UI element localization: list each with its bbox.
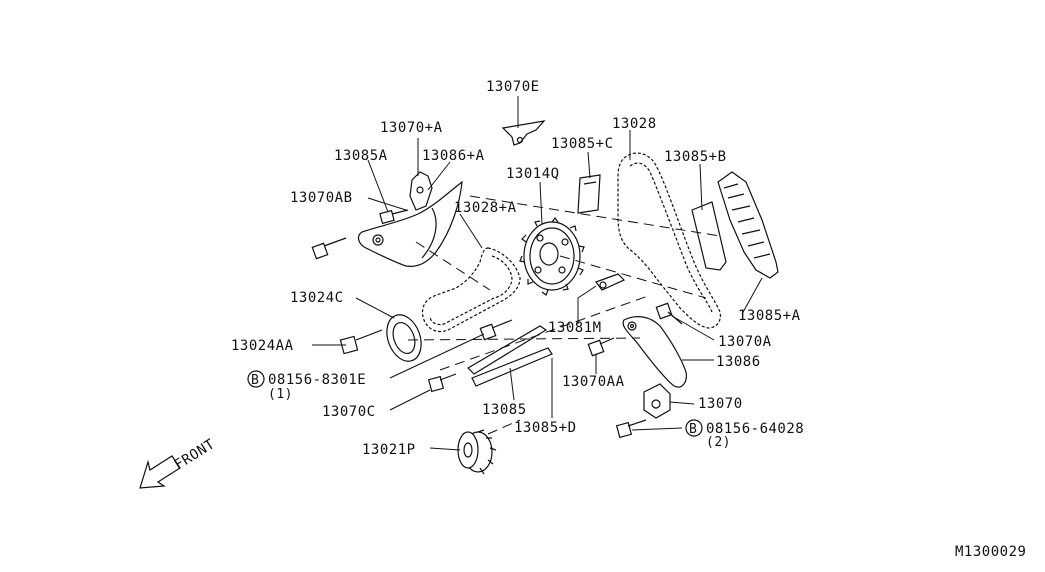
part-13070aa-bolt bbox=[587, 337, 615, 357]
part-13028a-plus-chain bbox=[421, 247, 521, 333]
part-13085c-plus-plate bbox=[577, 174, 601, 214]
bolt-marker-2: B bbox=[685, 419, 703, 437]
label-13086a-plus: 13086+A bbox=[422, 148, 485, 164]
part-13070c-bolt bbox=[427, 373, 457, 393]
part-13086a-plus-guide bbox=[357, 180, 463, 267]
label-13070c: 13070C bbox=[322, 404, 376, 420]
label-13086: 13086 bbox=[716, 354, 761, 370]
part-08156-8301e-bolt bbox=[479, 319, 513, 341]
part-13024c-gasket bbox=[386, 314, 422, 362]
svg-text:B: B bbox=[251, 373, 259, 388]
label-13070a: 13070A bbox=[718, 334, 772, 350]
part-13085a-bolt bbox=[379, 209, 409, 225]
label-13085a: 13085A bbox=[334, 148, 388, 164]
label-13024aa: 13024AA bbox=[231, 338, 294, 354]
part-13014q-sprocket bbox=[519, 217, 585, 296]
part-13021p-sprocket bbox=[457, 429, 497, 475]
assembly-dashed-lines bbox=[407, 195, 721, 435]
part-13070-tensioner bbox=[643, 383, 671, 419]
part-13070a-plus-tensioner bbox=[409, 171, 433, 211]
label-13070: 13070 bbox=[698, 396, 743, 412]
leader-lines bbox=[312, 96, 763, 451]
part-13070a-bolt bbox=[655, 302, 683, 325]
label-13085c-plus: 13085+C bbox=[551, 136, 614, 152]
label-13085a-plus: 13085+A bbox=[738, 308, 801, 324]
svg-text:B: B bbox=[689, 422, 697, 437]
front-label: FRONT bbox=[172, 436, 218, 473]
label-08156-64028: 08156-64028 bbox=[706, 421, 804, 437]
part-13081m-sensor bbox=[595, 273, 626, 291]
label-13070e: 13070E bbox=[486, 79, 540, 95]
part-13070e-bracket bbox=[501, 120, 546, 146]
part-08156-64028-bolt bbox=[615, 419, 647, 439]
part-13085-guide bbox=[467, 325, 553, 387]
label-13070aa: 13070AA bbox=[562, 374, 625, 390]
label-13085: 13085 bbox=[482, 402, 527, 418]
label-13028: 13028 bbox=[612, 116, 657, 132]
label-13085d-plus: 13085+D bbox=[514, 420, 577, 436]
part-labels: 13070E 13070+A 13085A 13086+A 13070AB 13… bbox=[231, 79, 1026, 560]
label-13014q: 13014Q bbox=[506, 166, 560, 182]
diagram-id: M1300029 bbox=[955, 544, 1026, 560]
label-13081m: 13081M bbox=[548, 320, 602, 336]
label-13070ab: 13070AB bbox=[290, 190, 353, 206]
label-13028a-plus: 13028+A bbox=[454, 200, 517, 216]
label-13070a-plus: 13070+A bbox=[380, 120, 443, 136]
front-arrow: FRONT bbox=[139, 436, 218, 489]
label-08156-8301e: 08156-8301E bbox=[268, 372, 366, 388]
part-13086-arm bbox=[622, 316, 687, 388]
part-13070ab-bolt bbox=[311, 237, 347, 260]
bolt-marker-1: B bbox=[247, 370, 265, 388]
part-13085b-plus-guide bbox=[691, 201, 727, 271]
label-13024c: 13024C bbox=[290, 290, 344, 306]
label-qty-1: (1) bbox=[268, 387, 293, 402]
part-13024aa-bolt bbox=[339, 329, 383, 355]
part-13085a-plus-guide bbox=[717, 171, 779, 279]
part-13028-timing-chain bbox=[617, 152, 721, 329]
label-qty-2: (2) bbox=[706, 435, 731, 450]
label-13021p: 13021P bbox=[362, 442, 416, 458]
label-13085b-plus: 13085+B bbox=[664, 149, 727, 165]
